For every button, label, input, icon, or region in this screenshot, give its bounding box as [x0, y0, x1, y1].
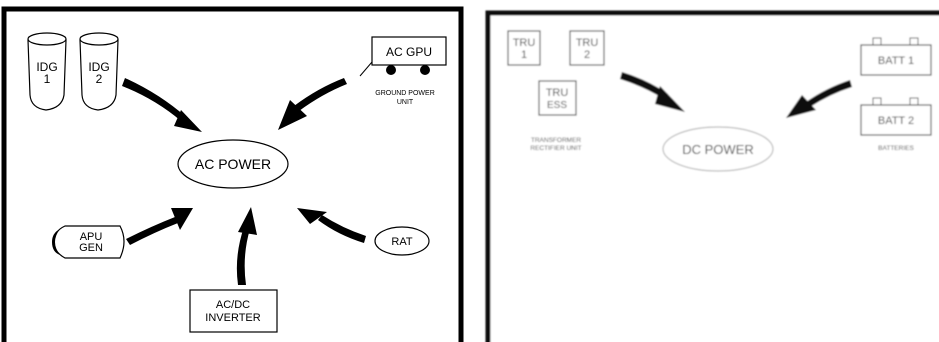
batt-1-label: BATT 1	[878, 55, 914, 67]
batt-2-label: BATT 2	[878, 115, 914, 127]
idg-1-generator: IDG 1	[27, 32, 67, 111]
idg-2-number: 2	[96, 72, 103, 86]
gpu-wheel-left	[386, 65, 396, 75]
apu-label: APU	[80, 231, 103, 243]
ac-power-node: AC POWER	[177, 139, 289, 189]
dc-arrows	[620, 72, 852, 118]
idg-2-generator: IDG 2	[79, 32, 119, 111]
idg-2-label: IDG	[88, 60, 109, 74]
dc-power-panel: TRU 1 TRU 2 TRU ESS TRANSFORMER RECTIFIE…	[485, 10, 939, 342]
dc-power-node: DC POWER	[662, 126, 774, 172]
battery-1: BATT 1	[860, 37, 932, 76]
apu-gen-label: GEN	[79, 242, 103, 254]
battery-2: BATT 2	[860, 97, 932, 136]
tru-ess-sub: ESS	[547, 100, 567, 111]
tru-2-number: 2	[584, 49, 590, 61]
arrow-apu-to-ac	[126, 208, 193, 245]
tru-1-number: 1	[521, 49, 527, 61]
tru-1-label: TRU	[513, 37, 536, 49]
arrow-tru-to-dc	[620, 72, 685, 112]
gpu-caption-line1: GROUND POWER	[375, 90, 435, 97]
inverter-label-1: AC/DC	[216, 299, 250, 311]
idg-1-label: IDG	[36, 60, 57, 74]
batteries-caption: BATTERIES	[878, 145, 914, 152]
tru-ess-label: TRU	[546, 87, 569, 99]
arrow-idg-to-ac	[122, 78, 202, 132]
dc-power-label: DC POWER	[682, 142, 754, 157]
arrow-rat-to-ac	[297, 208, 366, 243]
arrow-gpu-to-ac	[278, 78, 347, 130]
inverter-label-2: INVERTER	[205, 312, 260, 324]
gpu-caption-line2: UNIT	[397, 99, 414, 106]
gpu-wheel-right	[420, 65, 430, 75]
ac-gpu-label: AC GPU	[386, 45, 432, 59]
rat-unit: RAT	[374, 226, 430, 256]
tru-caption-line1: TRANSFORMER	[531, 137, 582, 144]
apu-generator: APU GEN	[52, 225, 125, 259]
idg-1-number: 1	[44, 72, 51, 86]
tru-1-unit: TRU 1	[507, 30, 541, 66]
arrow-batt-to-dc	[786, 80, 852, 118]
ac-gpu-unit: AC GPU GROUND POWER UNIT	[359, 36, 447, 106]
rat-label: RAT	[391, 236, 412, 248]
ac-power-label: AC POWER	[195, 156, 271, 172]
ac-power-panel: IDG 1 IDG 2 AC GPU GROUND POWER UNIT AC …	[1, 6, 464, 342]
ac-arrows	[122, 78, 366, 285]
tru-2-label: TRU	[576, 37, 599, 49]
ac-dc-inverter: AC/DC INVERTER	[189, 289, 278, 333]
arrow-inverter-to-ac	[236, 207, 257, 285]
tru-ess-unit: TRU ESS	[538, 80, 577, 116]
tru-2-unit: TRU 2	[569, 30, 605, 66]
tru-caption-line2: RECTIFIER UNIT	[530, 145, 581, 152]
